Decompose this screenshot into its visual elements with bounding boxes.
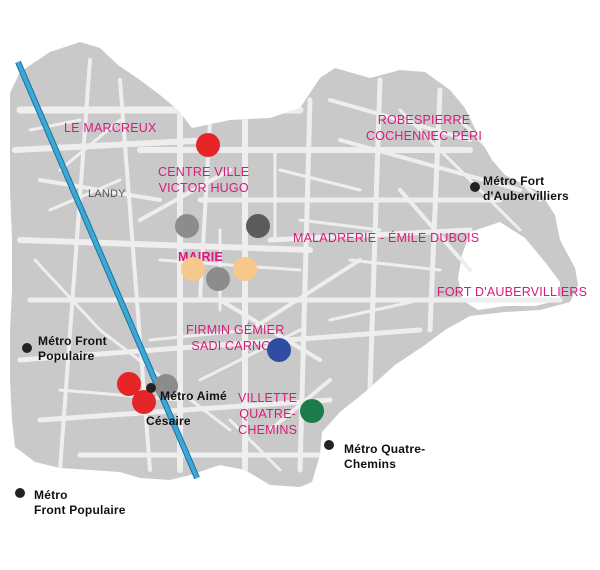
street <box>338 138 522 192</box>
street <box>17 237 313 253</box>
poi-red-3[interactable] <box>132 390 156 414</box>
street <box>367 77 383 393</box>
street <box>248 258 362 332</box>
district-label-robespierre[interactable]: ROBESPIERRE COCHENNEC PÉRI <box>366 113 483 143</box>
street <box>398 108 522 232</box>
street <box>328 98 472 142</box>
poi-peach-2[interactable] <box>233 257 257 281</box>
metro-line <box>16 61 199 479</box>
street <box>37 397 333 423</box>
street <box>218 298 322 362</box>
street <box>33 258 102 332</box>
poi-gray-3[interactable] <box>154 374 178 398</box>
street <box>328 298 422 322</box>
fort-zone <box>458 222 560 310</box>
poi-blue[interactable] <box>267 338 291 362</box>
district-label-maladrerie[interactable]: MALADRERIE - ÉMILE DUBOIS <box>293 231 480 245</box>
street <box>278 168 362 192</box>
metro-station-quatre-chemins-label[interactable]: Métro Quatre- Chemins <box>344 442 426 471</box>
metro-station-front-populaire-2-dot[interactable] <box>15 488 25 498</box>
district-label-fort[interactable]: FORT D'AUBERVILLIERS <box>437 285 588 299</box>
metro-station-front-populaire-1-dot[interactable] <box>22 343 32 353</box>
poi-green[interactable] <box>300 399 324 423</box>
street <box>298 218 382 232</box>
district-label-firmin[interactable]: FIRMIN GÉMIER SADI CARNOT <box>186 323 285 353</box>
metro-station-front-populaire-2-label[interactable]: Métro Front Populaire <box>34 488 126 517</box>
street <box>58 58 92 472</box>
street <box>348 258 442 272</box>
area-label-landy: LANDY <box>88 188 126 200</box>
street <box>268 378 332 432</box>
street-network <box>12 58 563 473</box>
street <box>148 328 252 342</box>
poi-darkgray-1[interactable] <box>246 214 270 238</box>
district-label-villette[interactable]: VILLETTE QUATRE- CHEMINS <box>238 391 298 437</box>
metro-station-quatre-chemins-dot[interactable] <box>324 440 334 450</box>
district-label-centre-ville[interactable]: CENTRE VILLE VICTOR HUGO <box>158 165 250 195</box>
metro-station-fort-aubervilliers-label[interactable]: Métro Fort d'Aubervilliers <box>483 174 569 203</box>
street <box>138 168 232 222</box>
poi-gray-1[interactable] <box>175 214 199 238</box>
district-label-le-marcreux[interactable]: LE MARCREUX <box>64 121 157 135</box>
metro-station-fort-aubervilliers-dot[interactable] <box>470 182 480 192</box>
street <box>398 188 472 272</box>
poi-gray-2[interactable] <box>206 267 230 291</box>
metro-station-aime-cesaire-label-a[interactable]: Métro Aimé <box>160 389 227 403</box>
metro-station-aime-cesaire-dot[interactable] <box>146 383 156 393</box>
metro-station-front-populaire-1-label[interactable]: Métro Front Populaire <box>38 334 107 363</box>
poi-centre-ville[interactable] <box>196 133 220 157</box>
metro-station-aime-cesaire-label-b[interactable]: Césaire <box>146 414 191 428</box>
street <box>228 418 282 472</box>
street <box>28 118 82 132</box>
street <box>17 327 423 363</box>
poi-peach-1[interactable] <box>181 257 205 281</box>
street <box>48 178 122 212</box>
street <box>58 118 122 172</box>
